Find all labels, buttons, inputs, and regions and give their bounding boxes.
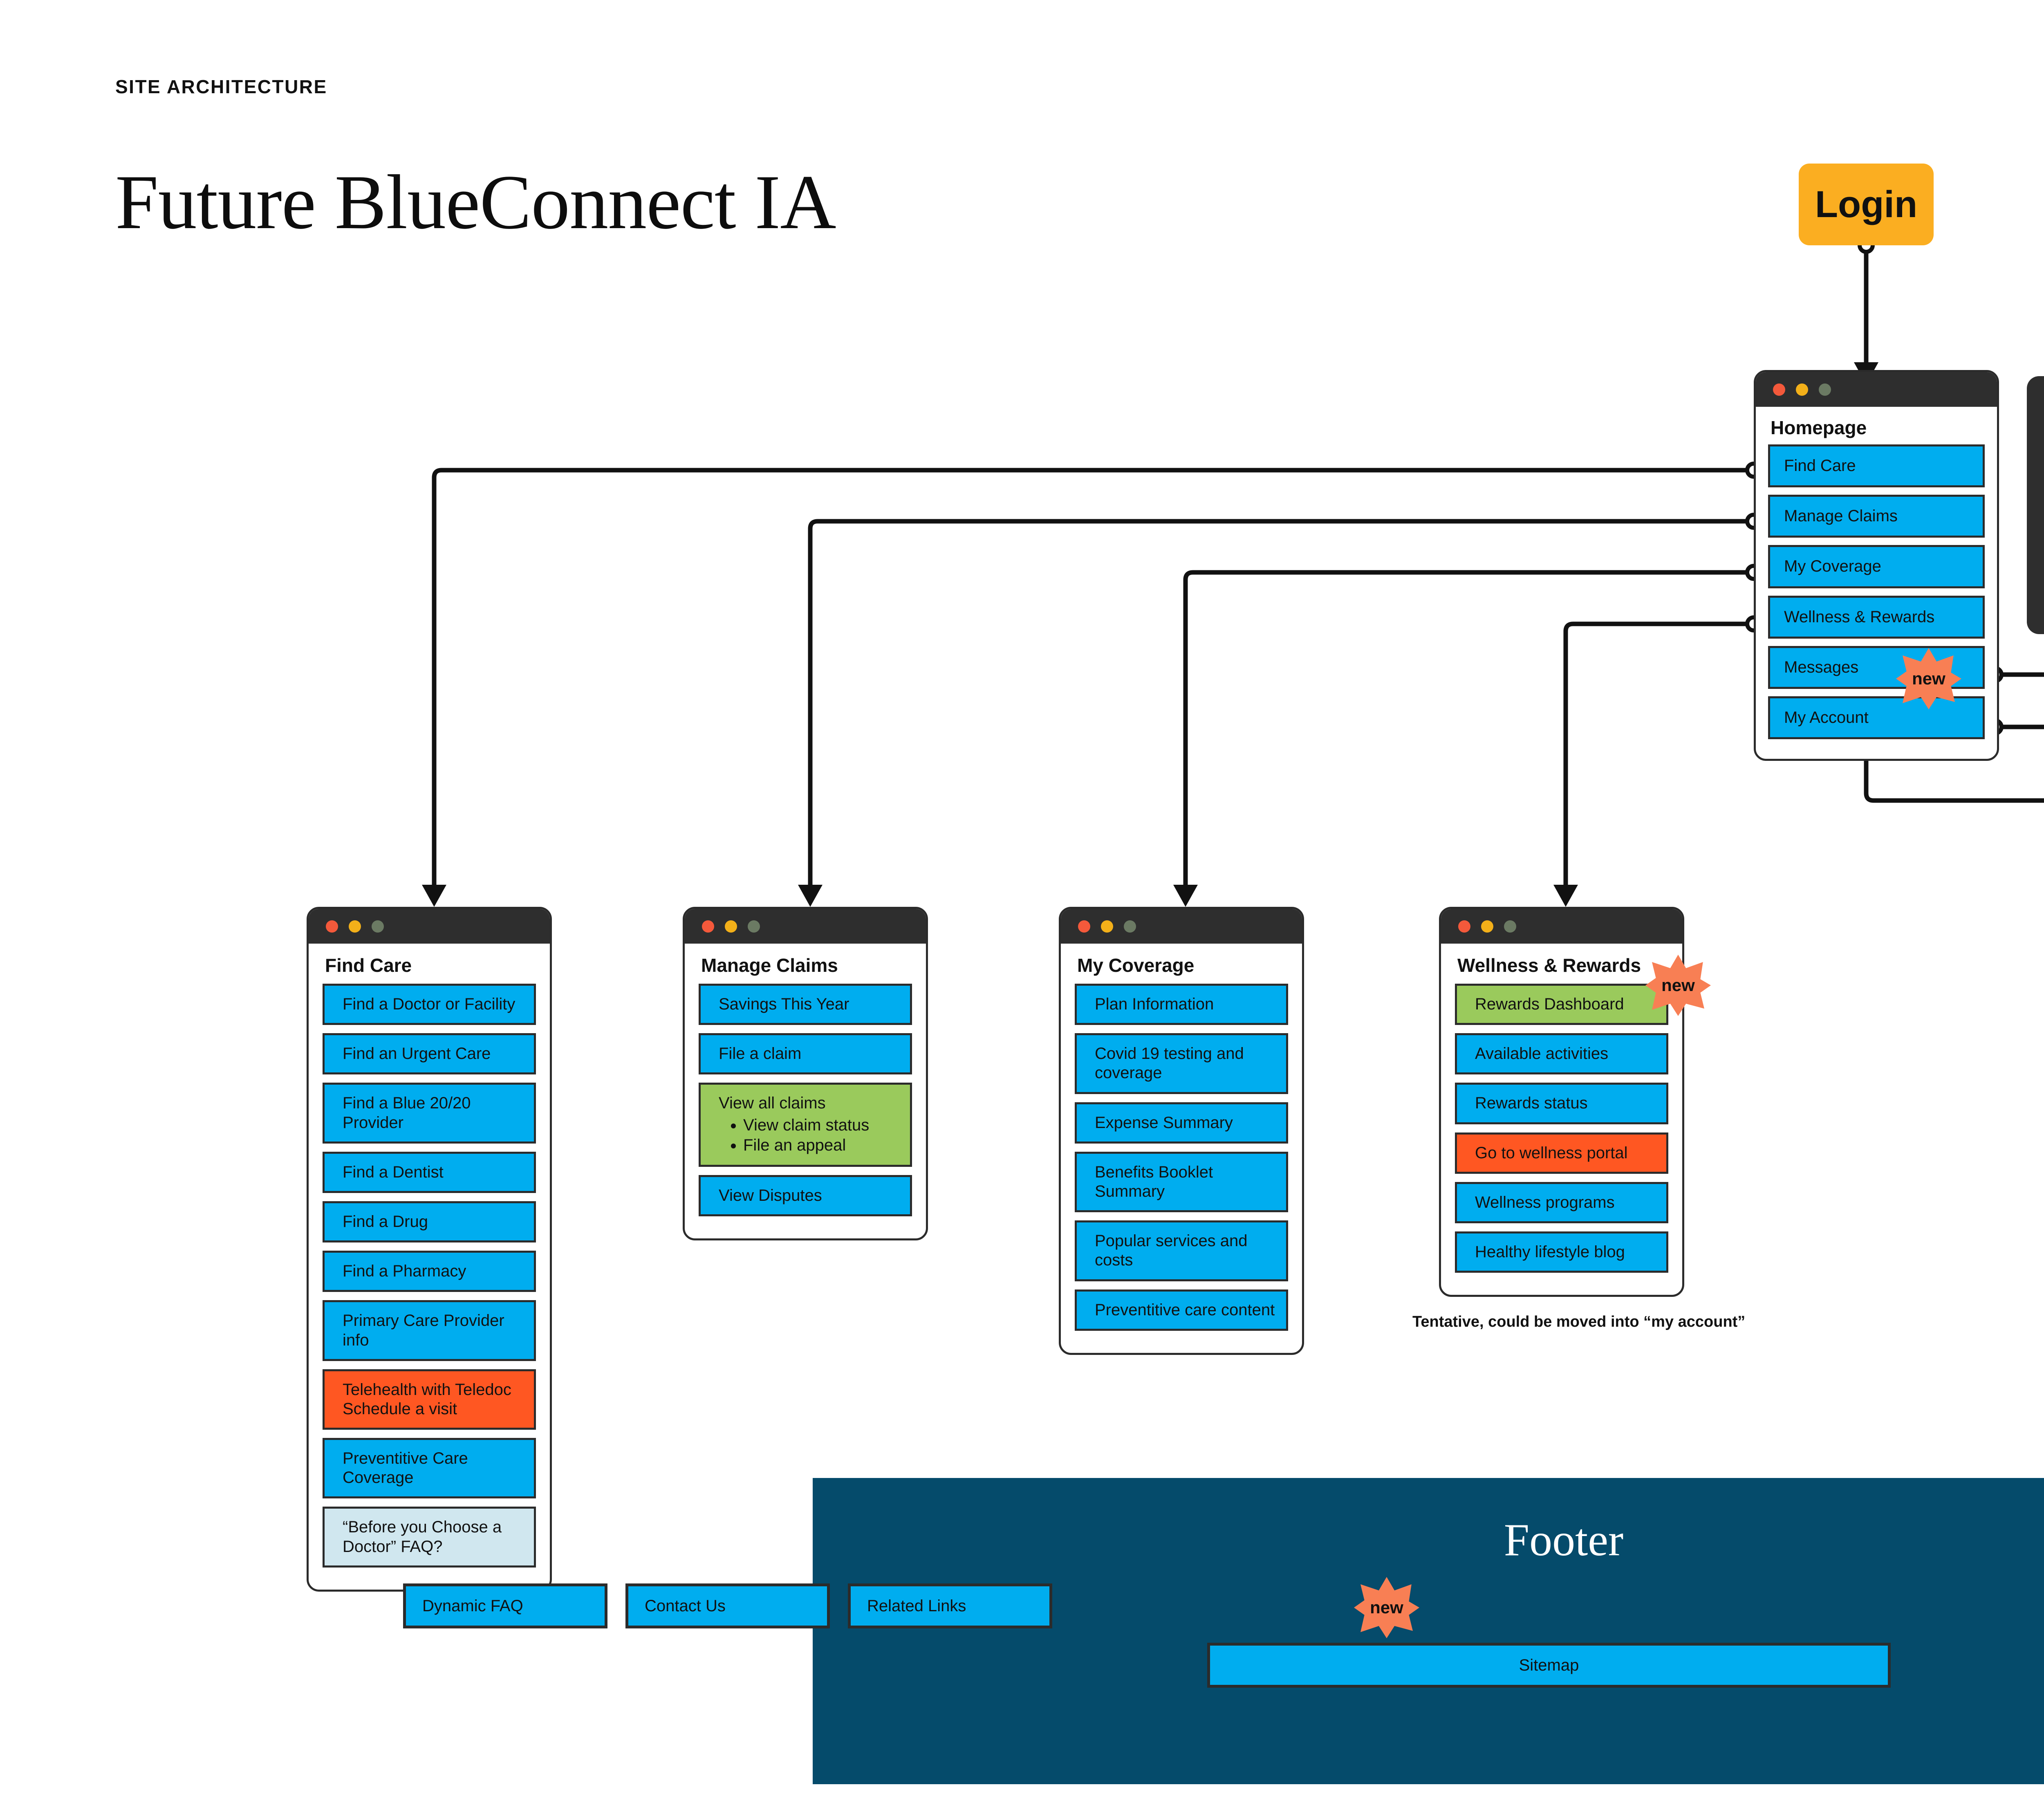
my-coverage-item-popular[interactable]: Popular services and costs xyxy=(1075,1220,1288,1281)
footer-links: Dynamic FAQ Contact Us Related Links xyxy=(403,1583,1052,1628)
homepage-item-manage-claims[interactable]: Manage Claims xyxy=(1768,495,1985,538)
new-badge-dynamic-faq: new xyxy=(1354,1577,1419,1638)
close-icon[interactable] xyxy=(1773,383,1785,396)
wellness-item-programs[interactable]: Wellness programs xyxy=(1455,1182,1668,1223)
find-care-item-dentist[interactable]: Find a Dentist xyxy=(323,1151,536,1193)
manage-claims-item-disputes[interactable]: View Disputes xyxy=(699,1175,912,1217)
homepage-item-wellness-rewards[interactable]: Wellness & Rewards xyxy=(1768,595,1985,639)
minimize-icon[interactable] xyxy=(725,920,737,933)
close-icon[interactable] xyxy=(702,920,714,933)
window-chrome xyxy=(685,909,926,944)
minimize-icon[interactable] xyxy=(1796,383,1808,396)
window-chrome xyxy=(1441,909,1682,944)
login-button[interactable]: Login xyxy=(1799,164,1934,245)
manage-claims-item-view-all-claims[interactable]: View all claims View claim status File a… xyxy=(699,1083,912,1167)
close-icon[interactable] xyxy=(1078,920,1090,933)
card-title: Homepage xyxy=(1771,417,1867,438)
kicker-label: SITE ARCHITECTURE xyxy=(115,76,327,97)
wellness-caption: Tentative, could be moved into “my accou… xyxy=(1412,1313,1746,1330)
minimize-icon[interactable] xyxy=(1481,920,1493,933)
wellness-item-status[interactable]: Rewards status xyxy=(1455,1083,1668,1124)
footer-link-sitemap[interactable]: Sitemap xyxy=(1207,1643,1891,1688)
close-icon[interactable] xyxy=(1458,920,1470,933)
wellness-item-blog[interactable]: Healthy lifestyle blog xyxy=(1455,1231,1668,1273)
my-coverage-item-benefits[interactable]: Benefits Booklet Summary xyxy=(1075,1151,1288,1213)
page-title: Future BlueConnect IA xyxy=(115,159,836,245)
close-icon[interactable] xyxy=(326,920,338,933)
manage-claims-item-savings[interactable]: Savings This Year xyxy=(699,984,912,1025)
wellness-item-activities[interactable]: Available activities xyxy=(1455,1033,1668,1075)
wellness-item-dashboard[interactable]: Rewards Dashboard xyxy=(1455,984,1668,1025)
find-care-item-pharmacy[interactable]: Find a Pharmacy xyxy=(323,1251,536,1292)
my-coverage-item-expense[interactable]: Expense Summary xyxy=(1075,1102,1288,1144)
find-care-item-telehealth[interactable]: Telehealth with Teledoc Schedule a visit xyxy=(323,1369,536,1430)
maximize-icon[interactable] xyxy=(748,920,760,933)
my-coverage-item-covid[interactable]: Covid 19 testing and coverage xyxy=(1075,1033,1288,1094)
maximize-icon[interactable] xyxy=(1819,383,1831,396)
new-badge-wellness: new xyxy=(1645,955,1711,1016)
manage-claims-card: Manage Claims Savings This Year File a c… xyxy=(683,907,928,1241)
my-coverage-item-preventitive[interactable]: Preventitive care content xyxy=(1075,1289,1288,1331)
footer-link-dynamic-faq[interactable]: Dynamic FAQ xyxy=(403,1583,607,1628)
find-care-item-preventitive[interactable]: Preventitive Care Coverage xyxy=(323,1438,536,1499)
find-care-item-drug[interactable]: Find a Drug xyxy=(323,1201,536,1243)
star-icon xyxy=(1645,955,1711,1016)
sub-item[interactable]: File an appeal xyxy=(743,1136,899,1155)
find-care-item-urgent-care[interactable]: Find an Urgent Care xyxy=(323,1033,536,1075)
row-label: View all claims xyxy=(719,1094,826,1112)
find-care-item-doctor-facility[interactable]: Find a Doctor or Facility xyxy=(323,984,536,1025)
homepage-item-find-care[interactable]: Find Care xyxy=(1768,444,1985,488)
maximize-icon[interactable] xyxy=(1504,920,1516,933)
card-title: Wellness & Rewards xyxy=(1457,955,1641,976)
my-coverage-card: My Coverage Plan Information Covid 19 te… xyxy=(1059,907,1304,1355)
window-chrome xyxy=(1756,372,1997,407)
maximize-icon[interactable] xyxy=(372,920,384,933)
card-title: Manage Claims xyxy=(701,955,838,976)
wellness-item-portal[interactable]: Go to wellness portal xyxy=(1455,1132,1668,1174)
minimize-icon[interactable] xyxy=(349,920,361,933)
footer-title: Footer xyxy=(1504,1515,1624,1565)
footer-panel: Footer xyxy=(813,1478,2044,1784)
homepage-card: Homepage Find Care Manage Claims My Cove… xyxy=(1754,370,1999,761)
card-title: My Coverage xyxy=(1077,955,1195,976)
window-chrome xyxy=(309,909,550,944)
find-care-item-blue-2020[interactable]: Find a Blue 20/20 Provider xyxy=(323,1083,536,1144)
find-care-item-faq[interactable]: “Before you Choose a Doctor” FAQ? xyxy=(323,1507,536,1568)
homepage-item-my-coverage[interactable]: My Coverage xyxy=(1768,545,1985,588)
info-box-full-state: Items in the homepage (full state) ID Ca… xyxy=(2027,376,2044,634)
my-coverage-item-plan-info[interactable]: Plan Information xyxy=(1075,984,1288,1025)
new-badge-messages: new xyxy=(1896,648,1961,709)
minimize-icon[interactable] xyxy=(1101,920,1113,933)
card-title: Find Care xyxy=(325,955,412,976)
wellness-rewards-card: Wellness & Rewards Rewards Dashboard Ava… xyxy=(1439,907,1684,1297)
find-care-item-pcp-info[interactable]: Primary Care Provider info xyxy=(323,1300,536,1361)
manage-claims-item-file-claim[interactable]: File a claim xyxy=(699,1033,912,1075)
footer-link-contact-us[interactable]: Contact Us xyxy=(625,1583,830,1628)
star-icon xyxy=(1354,1577,1419,1638)
footer-link-related[interactable]: Related Links xyxy=(848,1583,1052,1628)
window-chrome xyxy=(1061,909,1302,944)
maximize-icon[interactable] xyxy=(1124,920,1136,933)
find-care-card: Find Care Find a Doctor or Facility Find… xyxy=(307,907,552,1592)
sub-item[interactable]: View claim status xyxy=(743,1116,899,1135)
